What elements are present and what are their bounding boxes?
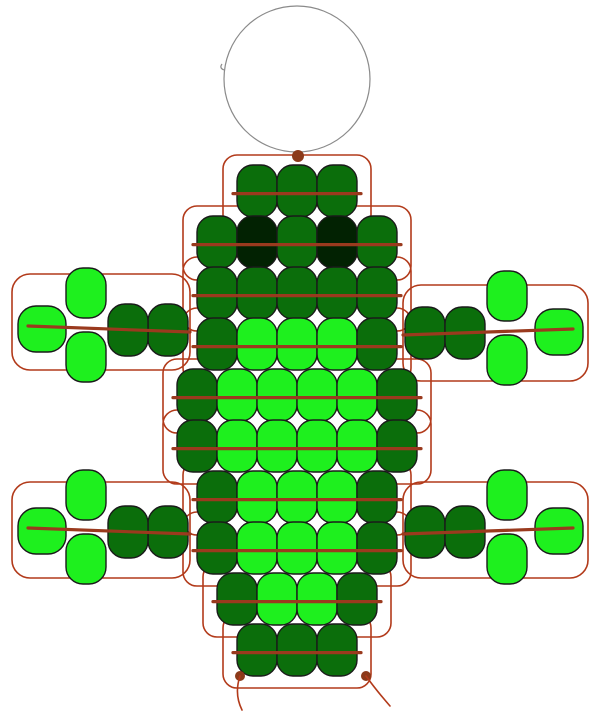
foot-bead	[487, 335, 527, 385]
bead	[237, 318, 277, 370]
bead	[277, 522, 317, 574]
eye-bead	[317, 216, 357, 268]
bead	[317, 267, 357, 319]
foot-bead	[487, 534, 527, 584]
bead	[317, 318, 357, 370]
bead	[337, 420, 377, 472]
bead	[217, 573, 257, 625]
bead	[357, 471, 397, 523]
bead	[297, 573, 337, 625]
bead	[277, 471, 317, 523]
bead	[257, 420, 297, 472]
bead	[277, 318, 317, 370]
bead	[277, 624, 317, 676]
bead	[357, 267, 397, 319]
bead	[357, 216, 397, 268]
bead	[237, 624, 277, 676]
thread-tail	[237, 676, 242, 710]
bead	[197, 318, 237, 370]
bead	[277, 267, 317, 319]
bead	[237, 471, 277, 523]
bead	[317, 471, 357, 523]
foot-bead	[535, 309, 583, 355]
bead	[177, 369, 217, 421]
foot-bead	[66, 534, 106, 584]
bead	[217, 369, 257, 421]
ring-gap	[221, 64, 224, 70]
bead	[237, 267, 277, 319]
bead	[237, 522, 277, 574]
bead	[197, 267, 237, 319]
bead	[217, 420, 257, 472]
foot-bead	[66, 268, 106, 318]
foot-bead	[535, 508, 583, 554]
bead	[277, 165, 317, 217]
bead	[317, 522, 357, 574]
bead	[337, 573, 377, 625]
bead	[257, 573, 297, 625]
bead	[277, 216, 317, 268]
foot-bead	[18, 306, 66, 352]
bead	[257, 369, 297, 421]
thread-knot	[292, 150, 304, 162]
bead	[377, 369, 417, 421]
foot-bead	[487, 470, 527, 520]
foot-bead	[66, 470, 106, 520]
foot-bead	[487, 271, 527, 321]
foot-bead	[18, 508, 66, 554]
bead	[297, 420, 337, 472]
bead	[177, 420, 217, 472]
bead	[297, 369, 337, 421]
bead	[197, 216, 237, 268]
foot-bead	[66, 332, 106, 382]
bead	[237, 165, 277, 217]
bead	[357, 522, 397, 574]
thread-tail	[366, 676, 390, 706]
bead	[197, 522, 237, 574]
eye-bead	[237, 216, 277, 268]
bead	[337, 369, 377, 421]
bead	[317, 165, 357, 217]
bead	[357, 318, 397, 370]
bead	[317, 624, 357, 676]
bead	[197, 471, 237, 523]
key-ring	[224, 6, 370, 152]
bead	[377, 420, 417, 472]
